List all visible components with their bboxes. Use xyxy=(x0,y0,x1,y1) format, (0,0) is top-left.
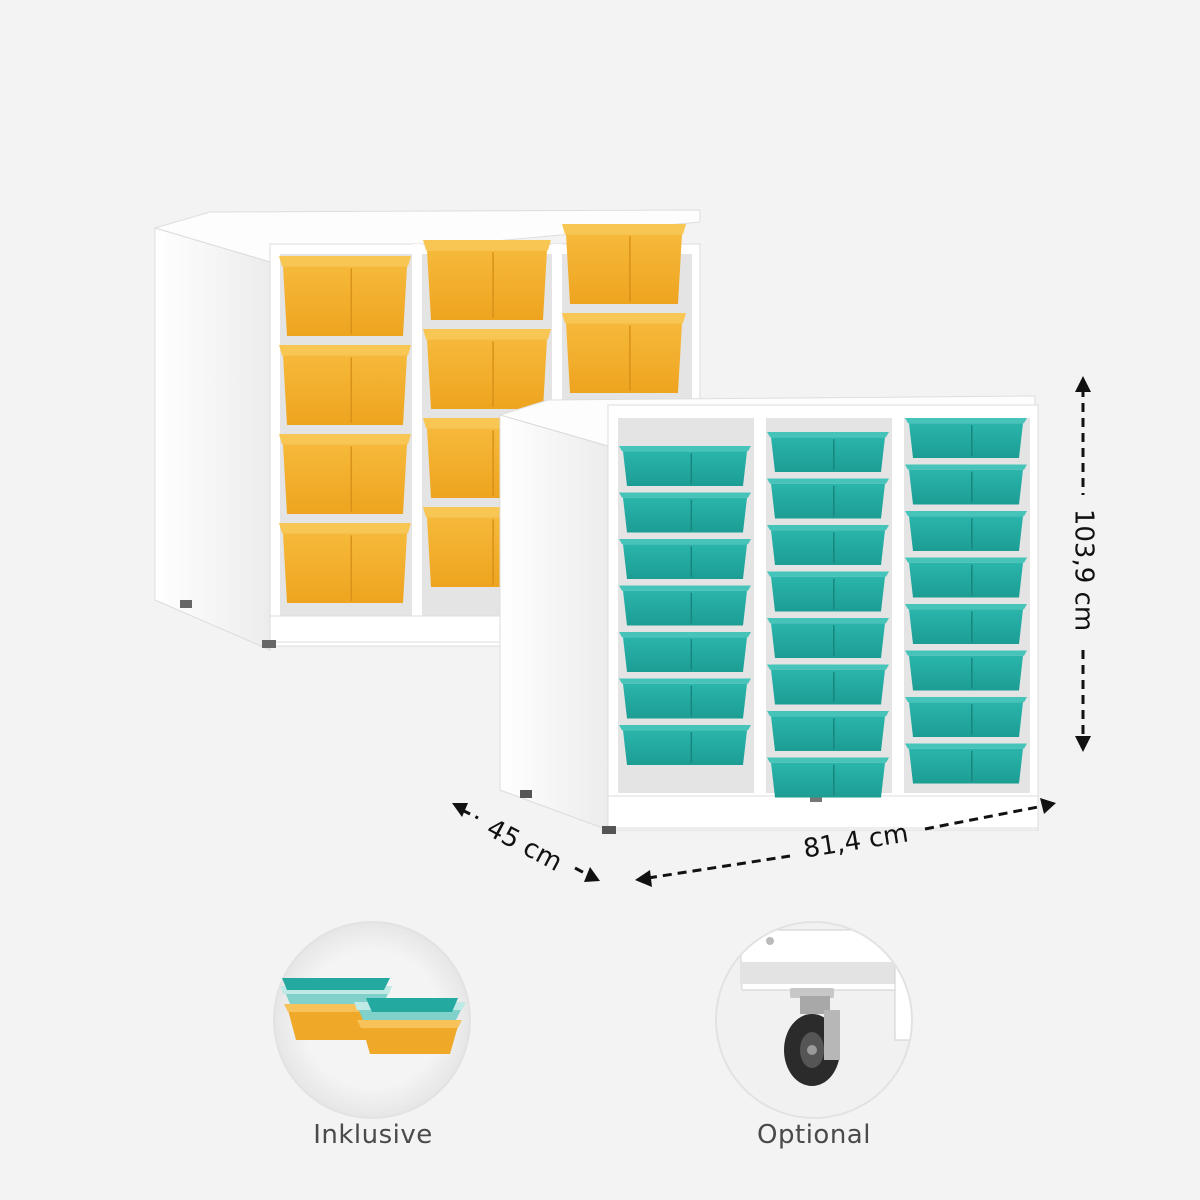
tray-teal xyxy=(619,539,751,579)
tray-teal xyxy=(619,725,751,765)
tray-teal xyxy=(905,464,1027,505)
tray-yellow xyxy=(279,523,411,603)
tray-teal xyxy=(767,711,889,751)
tray-teal xyxy=(905,418,1027,458)
badge-label-inklusive: Inklusive xyxy=(313,1120,433,1150)
tray-teal xyxy=(767,618,889,658)
tray-teal xyxy=(905,697,1027,737)
tray-teal xyxy=(905,557,1027,598)
height-label: 103,9 cm xyxy=(1069,509,1099,631)
tray-teal xyxy=(767,571,889,612)
tray-teal xyxy=(619,585,751,626)
arrow-head xyxy=(452,803,600,882)
arrow-head xyxy=(635,798,1056,887)
tray-yellow xyxy=(279,434,411,514)
tray-yellow xyxy=(423,329,551,409)
caster-wheel-icon xyxy=(717,923,911,1117)
cabinet-side-panel xyxy=(499,414,609,831)
badge-label-optional: Optional xyxy=(757,1120,871,1150)
tray-teal xyxy=(905,650,1027,691)
tray-yellow xyxy=(279,256,411,336)
tray-yellow xyxy=(279,345,411,425)
tray-teal xyxy=(767,478,889,519)
stacked-trays-icon xyxy=(280,978,466,1054)
tray-teal xyxy=(767,757,889,798)
tray-yellow xyxy=(423,240,551,320)
dimension-depth xyxy=(461,808,591,878)
tray-teal xyxy=(767,432,889,472)
cabinet-side-panel xyxy=(154,227,271,651)
tray-teal xyxy=(905,511,1027,551)
tray-teal xyxy=(767,664,889,705)
tray-teal xyxy=(619,446,751,486)
tray-teal xyxy=(619,492,751,533)
dimension-width xyxy=(647,804,1044,880)
cabinet-teal xyxy=(498,395,1039,834)
depth-label: 45 cm xyxy=(481,813,567,878)
tray-teal xyxy=(905,743,1027,784)
tray-teal xyxy=(905,604,1027,644)
tray-teal xyxy=(619,678,751,719)
tray-teal xyxy=(619,632,751,672)
tray-yellow xyxy=(562,224,686,304)
cabinet-yellow xyxy=(153,209,701,651)
tray-teal xyxy=(767,525,889,565)
badge-inklusive xyxy=(273,921,471,1119)
arrow-head xyxy=(1075,376,1091,752)
tray-yellow xyxy=(562,313,686,393)
badge-optional xyxy=(715,921,913,1119)
